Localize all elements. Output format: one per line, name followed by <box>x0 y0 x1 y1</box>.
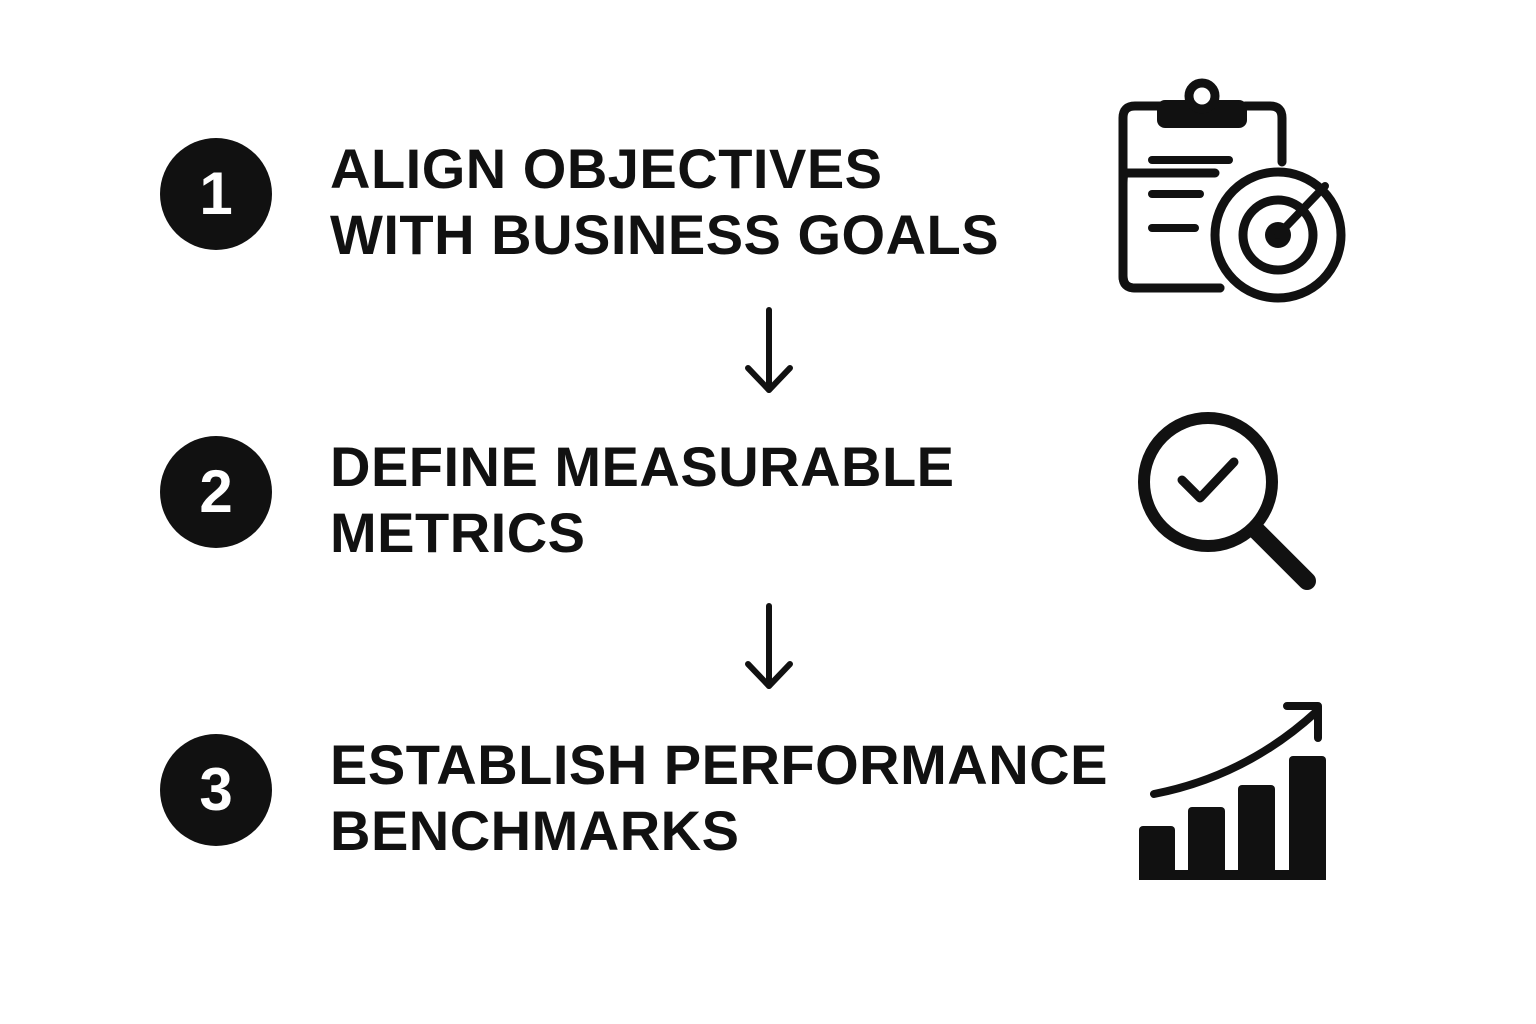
growth-bar-chart-icon <box>1139 702 1326 880</box>
step-title-line: BENCHMARKS <box>330 799 740 862</box>
magnifier-check-icon <box>1138 412 1316 590</box>
step-title: ESTABLISH PERFORMANCE BENCHMARKS <box>330 732 1108 864</box>
step-number-badge: 1 <box>160 138 272 250</box>
step-title-line: WITH BUSINESS GOALS <box>330 203 1000 266</box>
step-number-badge: 2 <box>160 436 272 548</box>
step-title-line: METRICS <box>330 501 586 564</box>
step-title: DEFINE MEASURABLE METRICS <box>330 434 955 566</box>
step-title-line: DEFINE MEASURABLE <box>330 435 955 498</box>
step-title-line: ALIGN OBJECTIVES <box>330 137 883 200</box>
step-title: ALIGN OBJECTIVES WITH BUSINESS GOALS <box>330 136 999 268</box>
step-number-badge: 3 <box>160 734 272 846</box>
arrow-down-icon <box>745 603 793 689</box>
clipboard-target-icon <box>1118 78 1346 303</box>
step-title-line: ESTABLISH PERFORMANCE <box>330 733 1108 796</box>
arrow-down-icon <box>745 307 793 393</box>
